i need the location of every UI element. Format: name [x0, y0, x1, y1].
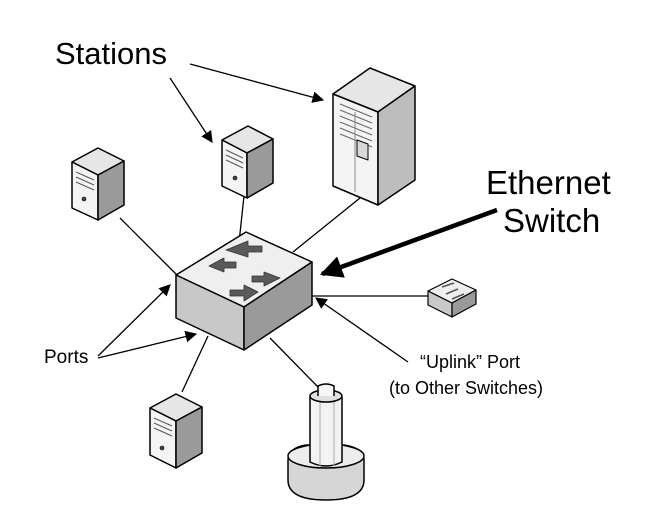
arrow-ports-lower — [97, 330, 198, 359]
station-left-icon — [71, 147, 125, 221]
uplink-port-sublabel: (to Other Switches) — [389, 378, 544, 398]
ports-label: Ports — [44, 347, 89, 368]
stations-label: Stations — [55, 36, 168, 71]
arrow-ethernet-switch — [319, 207, 498, 278]
uplink-switch-icon — [427, 278, 477, 318]
server-station-icon — [332, 67, 416, 206]
cylinder-device-icon — [287, 383, 365, 501]
arrow-uplink-port — [315, 297, 409, 363]
arrow-stations-to-top-station — [169, 77, 213, 143]
switch-arrows-glyph — [208, 240, 281, 302]
link-server — [292, 197, 361, 253]
station-bottom-icon — [149, 393, 203, 469]
ethernet-switch-icon — [175, 231, 313, 351]
arrow-stations-to-server — [189, 63, 325, 103]
station-top-icon — [221, 125, 274, 199]
ethernet-switch-label-line1: Ethernet — [486, 164, 611, 201]
annotation-arrows — [97, 63, 409, 363]
uplink-port-label: “Uplink” Port — [420, 352, 521, 372]
link-bottom-station — [181, 335, 209, 393]
arrow-ports-upper — [97, 284, 171, 357]
link-cylinder — [269, 337, 319, 388]
ethernet-switch-label-line2: Switch — [503, 202, 601, 239]
